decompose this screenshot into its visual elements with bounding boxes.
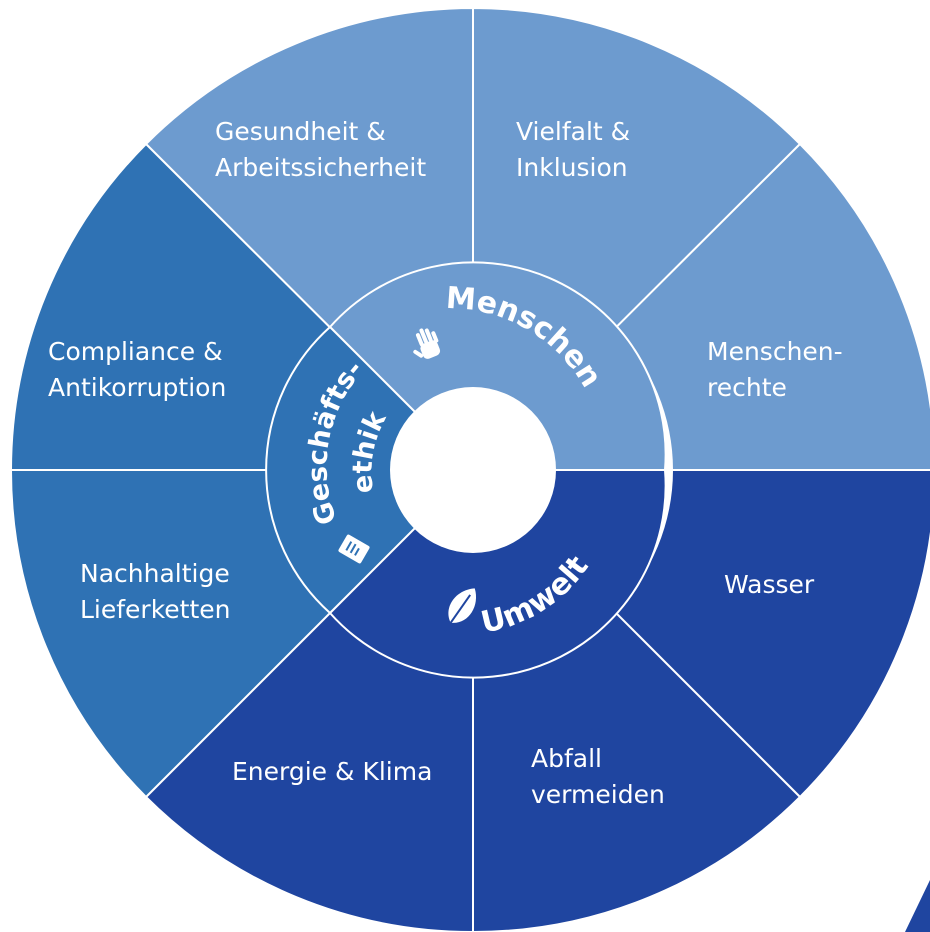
leaf-icon — [444, 588, 476, 632]
label-wasser: Wasser — [724, 570, 815, 599]
corner-swoosh — [905, 880, 930, 932]
ring-umwelt — [328, 469, 667, 679]
ring-geschaeftsethik — [265, 325, 475, 615]
ring-menschen — [328, 261, 667, 471]
label-lieferketten: Nachhaltige Lieferketten — [80, 559, 238, 624]
label-compliance: Compliance & Antikorruption — [48, 337, 231, 402]
label-gesundheit: Gesundheit & Arbeitssicherheit — [215, 117, 426, 182]
label-vielfalt: Vielfalt & Inklusion — [516, 117, 638, 182]
document-icon — [338, 534, 370, 564]
label-menschenrechte: Menschen- rechte — [707, 337, 851, 402]
hand-icon — [413, 328, 441, 359]
label-energie: Energie & Klima — [232, 757, 432, 786]
center-hole — [390, 387, 556, 553]
label-abfall: Abfall vermeiden — [531, 744, 665, 809]
